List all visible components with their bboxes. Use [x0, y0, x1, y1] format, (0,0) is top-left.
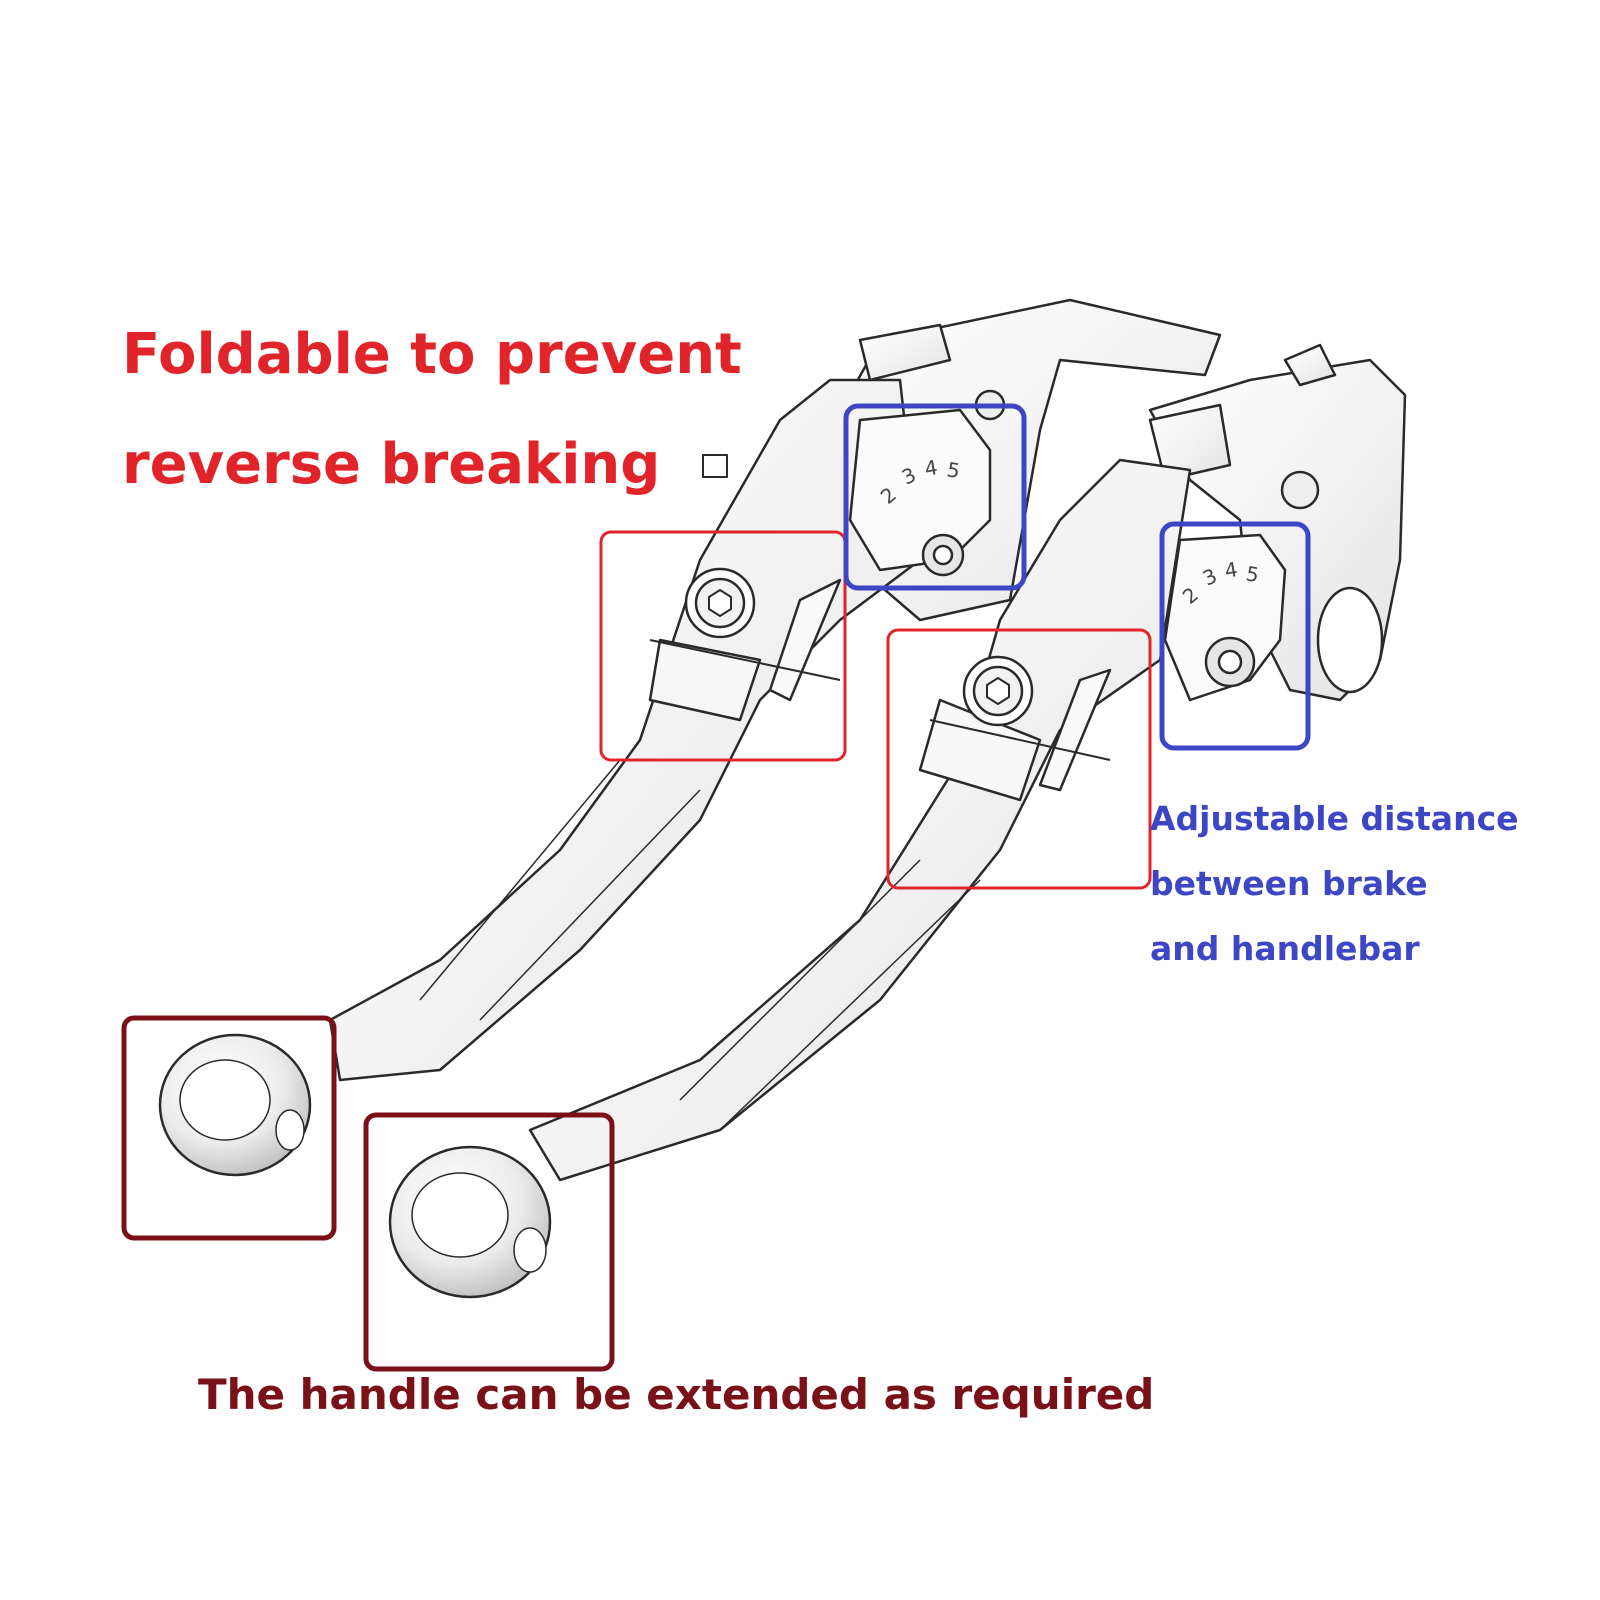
handle-callout-box-right — [363, 1112, 615, 1372]
foldable-caption: Foldable to prevent reverse breaking — [122, 300, 822, 520]
adjust-callout-box-left — [843, 403, 1027, 591]
dial-digit: 4 — [1223, 557, 1240, 583]
adjustable-caption-line-2: between brake — [1150, 864, 1428, 903]
adjustable-caption: Adjustable distance between brake and ha… — [1150, 786, 1570, 981]
adjust-callout-box-right — [1159, 521, 1311, 751]
fold-callout-box-left — [599, 530, 847, 762]
adjustable-caption-line-3: and handlebar — [1150, 929, 1420, 968]
dial-digit: 4 — [923, 455, 940, 481]
foldable-caption-line-2: reverse breaking — [122, 432, 661, 497]
left-lever-tab — [858, 323, 952, 382]
fold-callout-box-right — [886, 628, 1152, 890]
left-lever: 2 3 4 5 — [158, 298, 1222, 1177]
left-lever-adjuster-dial — [848, 408, 992, 572]
dial-digit: 5 — [1244, 561, 1261, 587]
right-lever-tab — [1283, 343, 1337, 387]
handle-callout-box-left — [121, 1015, 337, 1241]
foldable-caption-line-1: Foldable to prevent — [122, 322, 742, 387]
adjustable-caption-line-1: Adjustable distance — [1150, 799, 1519, 838]
dial-digit: 5 — [945, 457, 962, 483]
right-lever: 2 3 4 5 — [388, 343, 1407, 1299]
handle-caption: The handle can be extended as required — [198, 1370, 1155, 1419]
